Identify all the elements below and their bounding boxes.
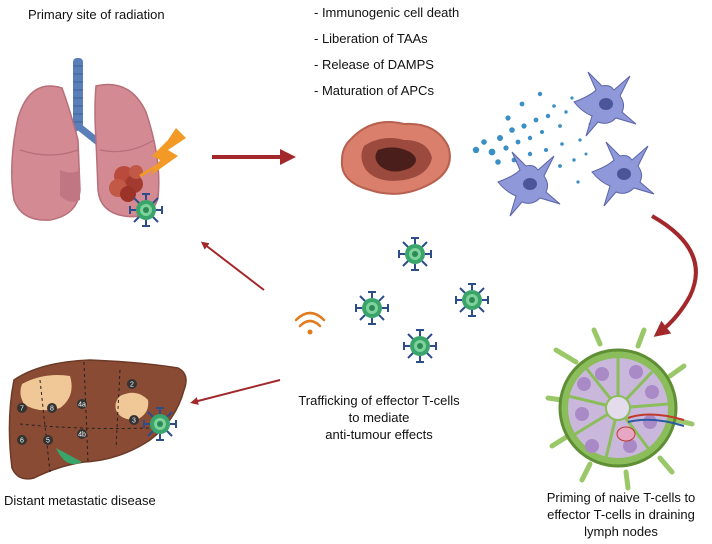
liver-segment-5: 5 [46,438,50,445]
radiation-effects-list: - Immunogenic cell death - Liberation of… [314,0,459,104]
t-cell-icon [143,407,177,441]
t-cell-icon [355,291,389,325]
t-cell-icon [455,283,489,317]
liver-segment-7: 7 [20,406,24,413]
liver-segment-3: 3 [132,418,136,425]
liver-segment-4a: 4a [78,402,86,409]
label-trafficking: Trafficking of effector T-cells to media… [288,392,470,443]
label-priming: Priming of naive T-cells to effector T-c… [530,489,712,540]
label-distant-metastatic: Distant metastatic disease [4,493,156,508]
t-cell-icon [129,193,163,227]
label-priming-line: effector T-cells in draining [547,507,695,522]
effect-item: - Immunogenic cell death [314,5,460,20]
label-trafficking-line: to mediate [348,410,410,425]
liver-segment-2: 2 [130,382,134,389]
effect-item: - Liberation of TAAs [314,31,428,46]
dying-tumour-cell-icon [340,121,451,195]
lymph-node-icon [545,327,695,491]
label-priming-line: lymph nodes [584,524,658,539]
t-cell-icon [403,329,437,363]
dendritic-cell-icon [573,71,637,137]
label-priming-line: Priming of naive T-cells to [546,490,696,505]
liver-segment-8: 8 [50,406,54,413]
liver-segment-4b: 4b [78,432,86,439]
label-trafficking-line: anti-tumour effects [325,427,433,442]
arrow-t-cells-to-primary-site [200,241,265,291]
lungs-icon [11,58,160,221]
liver-segment-6: 6 [20,438,24,445]
liver-icon: 2 3 4a 4b 5 6 7 8 [8,359,187,480]
damp-particles [472,91,592,184]
dendritic-cell-icon [591,141,655,207]
arrow-t-cells-to-metastasis [190,379,281,405]
effect-item: - Maturation of APCs [314,83,434,98]
arrow-dc-to-lymph-node [651,214,698,337]
dendritic-cell-icon [497,151,561,217]
wireless-signal-icon [294,311,326,335]
effect-item: - Release of DAMPS [314,57,434,72]
tumour-icon [109,165,143,202]
label-trafficking-line: Trafficking of effector T-cells [298,393,460,408]
t-cell-icon [398,237,432,271]
label-primary-site: Primary site of radiation [28,7,165,22]
